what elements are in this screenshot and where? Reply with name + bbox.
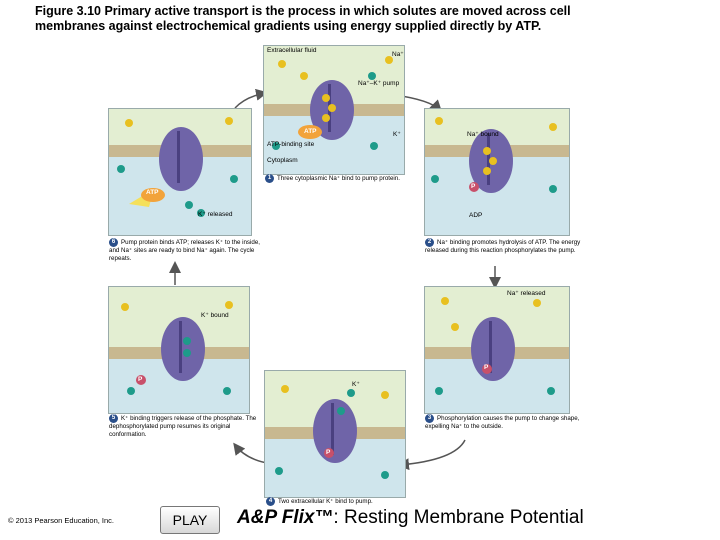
play-button[interactable]: PLAY bbox=[160, 506, 220, 534]
label-na-released: Na⁺ released bbox=[507, 290, 546, 297]
label-atp-left: ATP bbox=[146, 189, 159, 196]
panel-step-2 bbox=[424, 108, 570, 236]
label-na: Na⁺ bbox=[392, 51, 404, 58]
copyright-text: © 2013 Pearson Education, Inc. bbox=[8, 516, 115, 525]
label-atp-binding-site: ATP-binding site bbox=[267, 141, 315, 148]
label-k-bottom: K⁺ bbox=[352, 381, 360, 388]
figure-title: Figure 3.10 Primary active transport is … bbox=[35, 4, 571, 33]
label-phosphate-bottom: P bbox=[326, 449, 331, 456]
flix-brand: A&P Flix™ bbox=[237, 507, 334, 528]
label-na-bound: Na⁺ bound bbox=[467, 131, 499, 138]
label-phosphate-right: P bbox=[471, 183, 476, 190]
cycle-arrow-6-1 bbox=[234, 88, 268, 109]
label-cytoplasm: Cytoplasm bbox=[267, 157, 298, 164]
label-adp: ADP bbox=[469, 212, 483, 219]
panel-step-4 bbox=[264, 370, 406, 498]
flix-title: : Resting Membrane Potential bbox=[333, 507, 584, 528]
cycle-arrow-3-4 bbox=[397, 439, 466, 471]
panel-step-1 bbox=[263, 45, 405, 175]
panel-step-6 bbox=[108, 108, 252, 236]
panel-step-5 bbox=[108, 286, 250, 414]
label-phosphate-rightbottom: P bbox=[484, 364, 489, 371]
label-k-released: K⁺ released bbox=[198, 211, 233, 218]
label-na-k-pump: Na⁺–K⁺ pump bbox=[358, 80, 400, 87]
animation-title: A&P Flix™: Resting Membrane Potential bbox=[237, 507, 584, 529]
label-k-bound: K⁺ bound bbox=[201, 312, 229, 319]
panel-step-3 bbox=[424, 286, 570, 414]
label-atp-top: ATP bbox=[304, 128, 317, 135]
label-phosphate-leftbottom: P bbox=[138, 376, 143, 383]
label-k: K⁺ bbox=[393, 131, 401, 138]
label-extracellular-fluid: Extracellular fluid bbox=[267, 47, 317, 54]
